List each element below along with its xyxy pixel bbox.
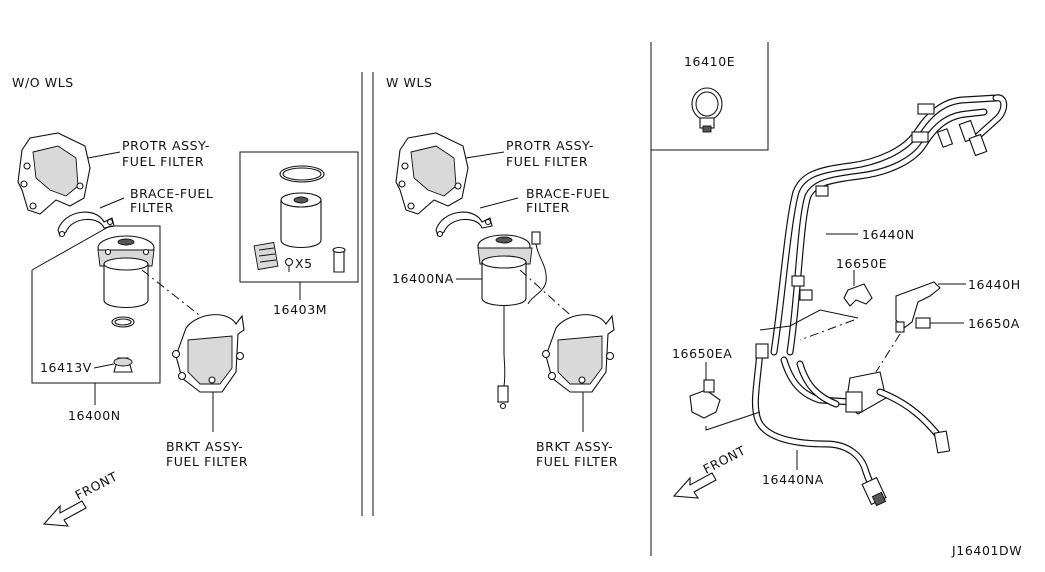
fuel-hose-16440n [770,94,1008,408]
label-protector-line1-right: PROTR ASSY- [506,138,594,153]
label-filter-kit: 16403M [273,302,327,317]
fuel-filter-assembly-right [477,231,547,410]
clip-16650e [843,283,873,307]
label-bracket-line1-left: BRKT ASSY- [166,439,243,454]
hose-junction [845,371,951,454]
label-protector-line1-left: PROTR ASSY- [122,138,210,153]
label-brace-line1-right: BRACE-FUEL [526,186,609,201]
label-assembly-right: 16400NA [392,271,454,286]
brace-fuel-filter-right [435,211,493,238]
filter-kit-parts [253,165,346,273]
bracket-assy-fuel-filter-left [171,314,245,393]
label-protector-line2-left: FUEL FILTER [122,154,204,169]
label-brace-line1-left: BRACE-FUEL [130,186,213,201]
label-clip-ea: 16650EA [672,346,732,361]
clamp-box-frame [651,42,769,151]
heading-without-wls: W/O WLS [12,75,74,90]
heading-with-wls: W WLS [386,75,433,90]
fuel-filter-assembly-left [97,235,155,373]
clip-16650ea [689,379,721,419]
protector-assy-fuel-filter-left [17,132,91,215]
label-plug-part: 16413V [40,360,92,375]
hose-16440h [895,281,941,333]
bracket-assy-fuel-filter-right [541,314,615,393]
label-protector-line2-right: FUEL FILTER [506,154,588,169]
filter-kit-box [239,151,359,283]
front-arrow-right [672,472,717,499]
label-brace-line2-right: FILTER [526,200,570,215]
label-bracket-line1-right: BRKT ASSY- [536,439,613,454]
label-front-left: FRONT [73,469,121,503]
label-qty: X5 [295,256,313,271]
fuel-hose-16440na [751,343,887,507]
label-brace-line2-left: FILTER [130,200,174,215]
label-front-right: FRONT [701,443,749,477]
brace-fuel-filter-left [57,211,115,238]
label-bracket-line2-right: FUEL FILTER [536,454,618,469]
label-clip-a: 16650A [968,316,1020,331]
label-bracket-line2-left: FUEL FILTER [166,454,248,469]
clip-16650a [915,317,940,329]
label-clip-e: 16650E [836,256,887,271]
label-hose-na: 16440NA [762,472,824,487]
front-arrow-left [42,500,87,527]
label-clamp: 16410E [684,54,735,69]
label-assembly-left: 16400N [68,408,121,423]
label-hose-h: 16440H [968,277,1021,292]
diagram-id: J16401DW [951,543,1022,558]
hose-clamp [691,87,723,133]
label-hose-n: 16440N [862,227,915,242]
protector-assy-fuel-filter-right [395,132,469,215]
